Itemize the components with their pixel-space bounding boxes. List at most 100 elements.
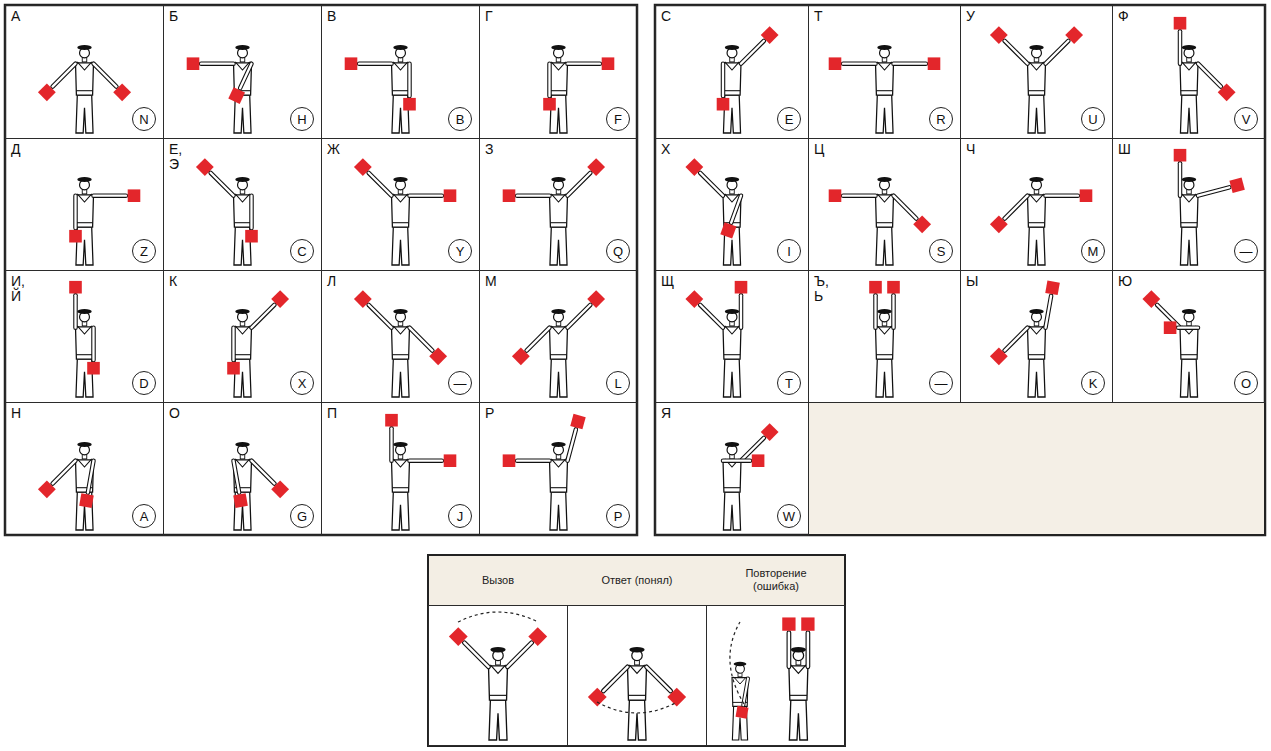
sleeve bbox=[1005, 196, 1028, 219]
semaphore-flag bbox=[403, 98, 416, 111]
sleeve bbox=[1179, 31, 1181, 63]
collar bbox=[551, 459, 565, 467]
shirt bbox=[723, 460, 741, 492]
sleeve bbox=[232, 328, 234, 360]
letter-cell: ЯW bbox=[655, 402, 809, 536]
arm-outline bbox=[1178, 163, 1183, 195]
sleeve bbox=[410, 460, 442, 462]
letter-cell: ЦS bbox=[808, 138, 961, 271]
shirt bbox=[1180, 327, 1198, 359]
latin-letter: I bbox=[787, 245, 791, 258]
semaphore-flag bbox=[87, 362, 100, 375]
cap bbox=[877, 177, 891, 182]
semaphore-flag bbox=[667, 688, 686, 707]
cyrillic-letter: А bbox=[11, 9, 33, 24]
cyrillic-letter: О bbox=[169, 406, 191, 421]
signal-cell: Вызов bbox=[428, 605, 568, 746]
trousers bbox=[876, 359, 893, 397]
sleeve bbox=[92, 328, 94, 360]
latin-letter-circle: G bbox=[290, 504, 314, 528]
belt bbox=[489, 695, 506, 696]
collar bbox=[1029, 194, 1043, 202]
belt bbox=[76, 222, 92, 223]
semaphore-flag bbox=[444, 454, 457, 467]
cap bbox=[1029, 45, 1043, 50]
sleeve bbox=[647, 667, 671, 691]
cyrillic-letter: Ъ, Ь bbox=[814, 274, 836, 303]
belt bbox=[392, 354, 408, 355]
shirt bbox=[76, 63, 94, 95]
cyrillic-letter: Е, Э bbox=[169, 142, 191, 171]
sleeve bbox=[517, 460, 549, 462]
sleeve bbox=[53, 64, 76, 87]
shirt bbox=[392, 327, 410, 359]
sailor-figure bbox=[385, 414, 456, 530]
signal-title: Повторение (ошибка) bbox=[739, 567, 813, 592]
cyrillic-letter: Ч bbox=[966, 142, 988, 157]
cyrillic-letter: Ю bbox=[1118, 274, 1140, 289]
belt bbox=[76, 90, 92, 91]
sailor-figure bbox=[685, 281, 747, 397]
cap bbox=[629, 647, 644, 652]
latin-letter: Y bbox=[456, 245, 465, 258]
sleeve bbox=[741, 41, 764, 64]
latin-letter-circle: E bbox=[777, 107, 801, 131]
sleeve bbox=[527, 328, 550, 351]
sleeve bbox=[731, 196, 741, 223]
semaphore-flag bbox=[345, 57, 358, 70]
cyrillic-letter: Ы bbox=[966, 274, 988, 289]
letter-cell: ЫK bbox=[960, 270, 1113, 403]
cyrillic-letter: Н bbox=[11, 406, 33, 421]
cap bbox=[77, 442, 91, 447]
collar bbox=[77, 326, 91, 334]
sailor-figure bbox=[869, 281, 900, 397]
trousers bbox=[1180, 95, 1197, 133]
arm-outline bbox=[53, 461, 76, 484]
arm-outline bbox=[508, 643, 532, 667]
sleeve bbox=[1178, 327, 1198, 329]
belt bbox=[392, 222, 408, 223]
letter-cell: СE bbox=[655, 5, 809, 139]
arm-outline bbox=[464, 643, 488, 667]
semaphore-flag bbox=[1142, 290, 1160, 308]
sleeve bbox=[1179, 163, 1181, 195]
sleeve bbox=[740, 295, 742, 327]
sailor-figure bbox=[829, 45, 941, 133]
sailor-figure bbox=[449, 627, 547, 740]
cyrillic-letter: М bbox=[485, 274, 507, 289]
collar bbox=[393, 326, 407, 334]
sailor-figure bbox=[1174, 17, 1236, 133]
sailor-figure bbox=[503, 414, 586, 530]
sleeve bbox=[53, 461, 76, 484]
shirt bbox=[392, 460, 410, 492]
sailor-figure bbox=[782, 617, 814, 740]
sleeve bbox=[250, 196, 252, 228]
belt bbox=[392, 487, 408, 488]
sailor-figure bbox=[990, 26, 1083, 133]
arm-outline bbox=[1046, 193, 1078, 198]
sleeve bbox=[843, 63, 875, 65]
arm-outline bbox=[240, 64, 251, 88]
sleeve bbox=[568, 429, 576, 460]
semaphore-flag bbox=[761, 26, 779, 44]
arm-outline bbox=[1005, 41, 1028, 64]
latin-letter: R bbox=[936, 113, 945, 126]
sleeve bbox=[410, 328, 433, 351]
belt bbox=[876, 222, 892, 223]
arm-outline bbox=[700, 305, 723, 328]
latin-letter: P bbox=[614, 510, 623, 523]
latin-letter-circle: — bbox=[448, 371, 472, 395]
latin-letter: J bbox=[457, 510, 464, 523]
semaphore-flag bbox=[245, 230, 258, 243]
sleeve bbox=[1046, 195, 1078, 197]
sleeve bbox=[359, 63, 391, 65]
latin-letter: K bbox=[1089, 377, 1098, 390]
latin-letter: — bbox=[1240, 245, 1253, 258]
arm-outline bbox=[359, 61, 391, 66]
sleeve bbox=[788, 633, 790, 667]
cyrillic-letter: Б bbox=[169, 9, 191, 24]
cyrillic-letter: Г bbox=[485, 9, 507, 24]
collar bbox=[877, 62, 891, 70]
semaphore-flag bbox=[913, 215, 931, 233]
trousers bbox=[723, 492, 740, 530]
